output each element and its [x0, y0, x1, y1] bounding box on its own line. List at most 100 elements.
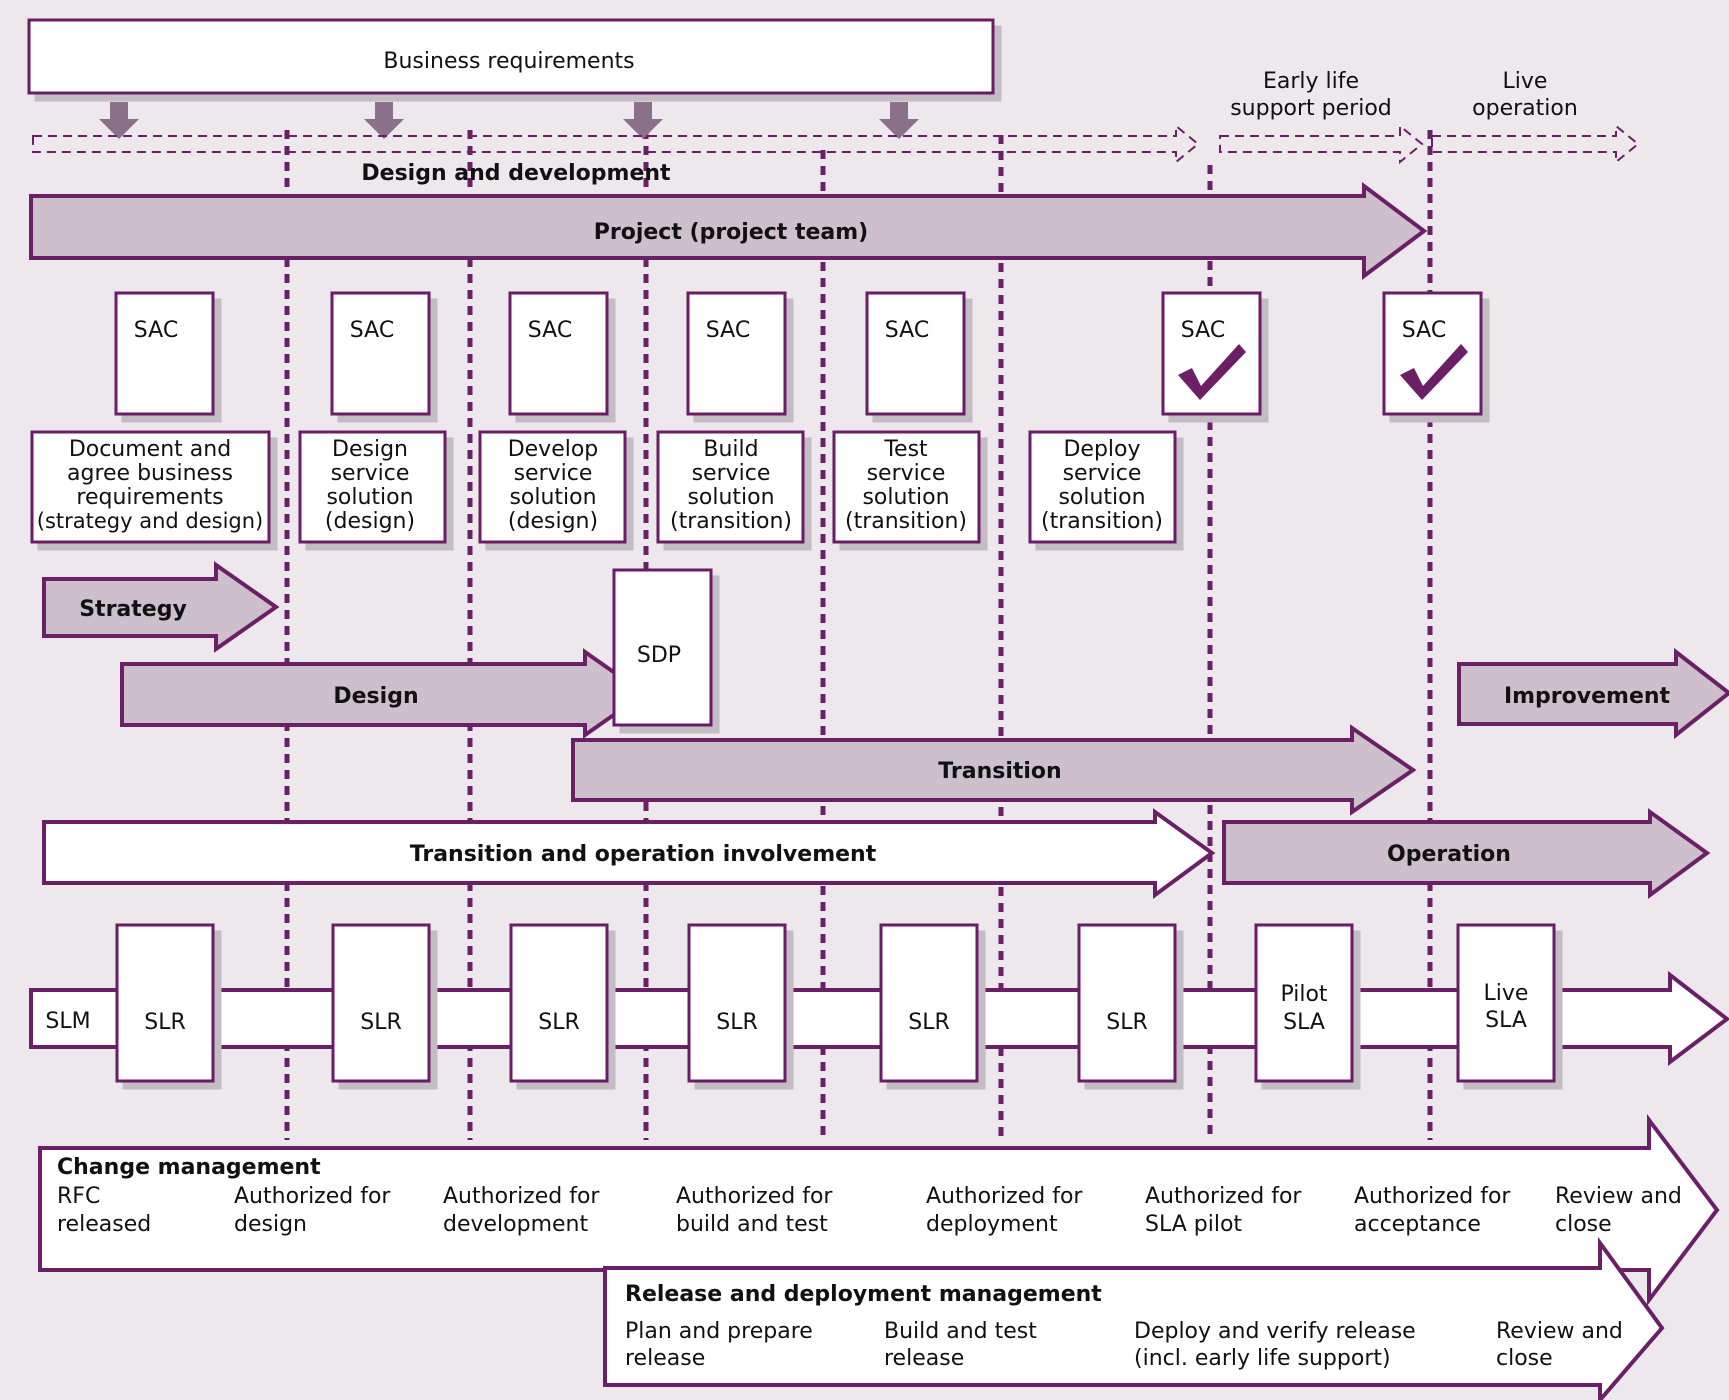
sac-label: SAC [528, 318, 572, 343]
cm-item: Authorized for [234, 1184, 391, 1209]
early-life-support-label-1: Early life [1263, 69, 1359, 94]
rdm-item: (incl. early life support) [1134, 1346, 1391, 1371]
sdp-label: SDP [637, 643, 681, 668]
sac-document: SAC [330, 291, 431, 416]
step-develop-solution: Develop service solution (design) [508, 437, 599, 534]
step-line: Document and [69, 437, 231, 462]
operation-arrow: Operation [1222, 808, 1711, 899]
rdm-item: Deploy and verify release [1134, 1319, 1416, 1344]
slr-label: SLR [1106, 1010, 1148, 1035]
sac-document-approved: SAC [1161, 291, 1262, 416]
design-label: Design [333, 684, 418, 709]
cm-item: close [1555, 1212, 1612, 1237]
design-arrow: Design [120, 648, 617, 739]
sac-document: SAC [865, 291, 966, 416]
live-sla-label-1: Live [1484, 981, 1529, 1006]
step-build-solution: Build service solution (transition) [670, 437, 792, 534]
requirement-feed-arrows [99, 102, 919, 139]
sac-label: SAC [706, 318, 750, 343]
step-line: solution [1058, 485, 1145, 510]
step-line: agree business [67, 461, 233, 486]
slr-label: SLR [716, 1010, 758, 1035]
cm-item: development [443, 1212, 589, 1237]
live-operation-label-1: Live [1503, 69, 1548, 94]
step-line: service [1063, 461, 1142, 486]
step-line: (design) [508, 509, 598, 534]
cm-item: Authorized for [1354, 1184, 1511, 1209]
transition-arrow: Transition [571, 724, 1417, 816]
cm-item: acceptance [1354, 1212, 1481, 1237]
step-test-solution: Test service solution (transition) [845, 437, 967, 534]
timeline-arrows [32, 123, 1640, 165]
rdm-item: Plan and prepare [625, 1319, 813, 1344]
change-management-arrow: Change management RFC released Authorize… [38, 1114, 1720, 1306]
process-steps: Document and agree business requirements… [30, 430, 1177, 544]
step-line: (transition) [670, 509, 792, 534]
slr-boxes: SLR SLR SLR SLR SLR SLR Pilot SLA Live S… [115, 923, 1556, 1083]
step-line: service [331, 461, 410, 486]
rdm-item: release [625, 1346, 705, 1371]
sac-label: SAC [1402, 318, 1446, 343]
checkmark-icon [1400, 344, 1468, 400]
step-line: (strategy and design) [37, 509, 264, 533]
sac-document: SAC [508, 291, 609, 416]
step-line: solution [326, 485, 413, 510]
step-line: Design [332, 437, 408, 462]
live-sla-label-2: SLA [1485, 1008, 1527, 1033]
improvement-label: Improvement [1504, 684, 1671, 709]
timeline-arrow-live-operation [1431, 123, 1640, 165]
sac-documents: SAC SAC SAC SAC SAC SAC SAC [114, 291, 1483, 416]
step-design-solution: Design service solution (design) [325, 437, 415, 534]
step-line: service [514, 461, 593, 486]
cm-item: Review and [1555, 1184, 1682, 1209]
down-arrow-icon [623, 102, 663, 139]
slr-label: SLR [144, 1010, 186, 1035]
change-management-items: RFC released Authorized for design Autho… [57, 1184, 1682, 1237]
cm-item: deployment [926, 1212, 1058, 1237]
transition-operation-arrow: Transition and operation involvement [42, 808, 1216, 899]
step-line: service [692, 461, 771, 486]
cm-item: SLA pilot [1145, 1212, 1242, 1237]
sac-label: SAC [1181, 318, 1225, 343]
step-line: (transition) [845, 509, 967, 534]
early-life-support-label-2: support period [1230, 96, 1392, 121]
checkmark-icon [1178, 344, 1246, 400]
project-arrow: Project (project team) [29, 182, 1428, 280]
step-line: (design) [325, 509, 415, 534]
live-operation-label-2: operation [1472, 96, 1578, 121]
cm-item: Authorized for [926, 1184, 1083, 1209]
pilot-sla-label-1: Pilot [1280, 982, 1327, 1007]
step-line: solution [509, 485, 596, 510]
release-deployment-arrow: Release and deployment management Plan a… [603, 1236, 1665, 1400]
sac-document: SAC [114, 291, 215, 416]
sac-label: SAC [350, 318, 394, 343]
down-arrow-icon [879, 102, 919, 139]
timeline-arrow-early-life [1219, 123, 1424, 165]
cm-item: design [234, 1212, 307, 1237]
business-requirements-box: Business requirements [27, 18, 995, 95]
slr-label: SLR [360, 1010, 402, 1035]
cm-item: Authorized for [1145, 1184, 1302, 1209]
operation-label: Operation [1387, 842, 1511, 867]
down-arrow-icon [99, 102, 139, 139]
change-management-title: Change management [57, 1155, 321, 1180]
release-management-title: Release and deployment management [625, 1282, 1102, 1307]
down-arrow-icon [364, 102, 404, 139]
strategy-label: Strategy [79, 597, 187, 622]
rdm-item: release [884, 1346, 964, 1371]
sac-label: SAC [885, 318, 929, 343]
slr-label: SLR [538, 1010, 580, 1035]
slr-label: SLR [908, 1010, 950, 1035]
step-line: Build [703, 437, 758, 462]
pilot-sla-label-2: SLA [1283, 1010, 1325, 1035]
step-line: service [867, 461, 946, 486]
step-deploy-solution: Deploy service solution (transition) [1041, 437, 1163, 534]
cm-item: Authorized for [676, 1184, 833, 1209]
sac-document: SAC [686, 291, 787, 416]
transition-label: Transition [938, 759, 1061, 784]
improvement-arrow: Improvement [1457, 647, 1729, 740]
transition-operation-label: Transition and operation involvement [410, 842, 877, 867]
business-requirements-label: Business requirements [383, 49, 634, 74]
